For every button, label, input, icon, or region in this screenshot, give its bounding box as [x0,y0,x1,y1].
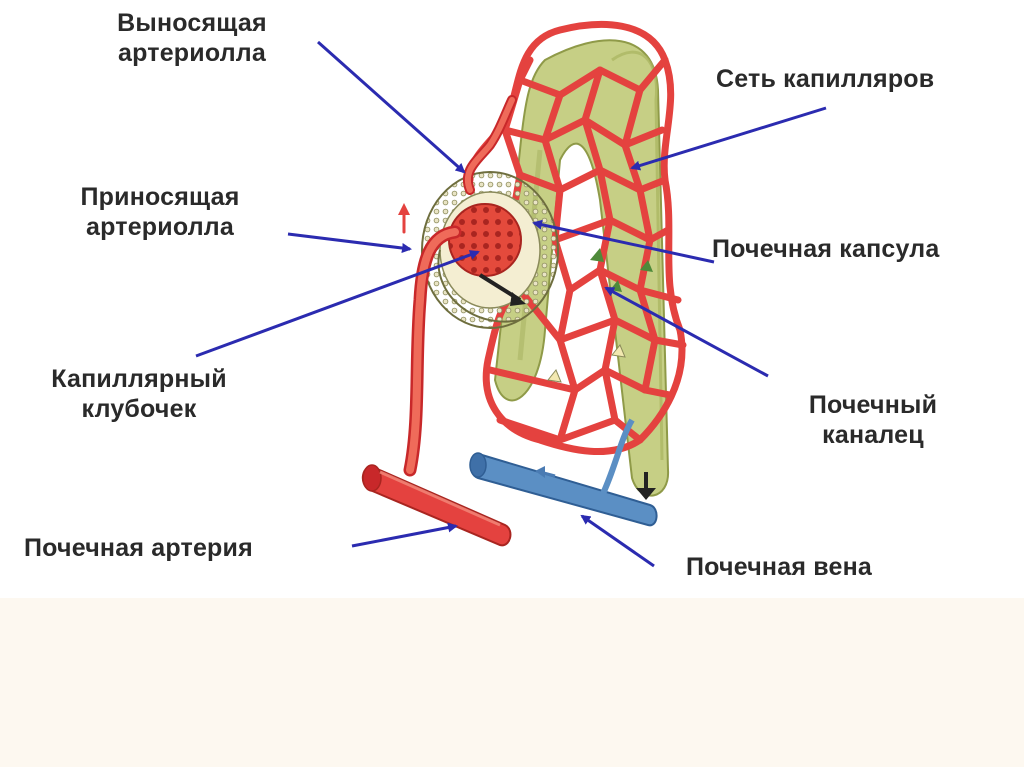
pointer-glomerulus [195,250,480,358]
label-afferent-arteriole-line2: артериолла [86,213,234,241]
afferent-arteriole-shape [398,203,462,477]
label-efferent-arteriole: Выносящая артериолла [92,8,292,68]
label-renal-tubule-line2: каналец [822,421,924,449]
label-renal-capsule: Почечная капсула [712,235,940,263]
label-renal-tubule: Почечный каналец [778,390,968,450]
label-renal-vein: Почечная вена [686,553,873,581]
label-glomerulus-line2: клубочек [81,395,197,423]
glomerulus-shape [448,203,526,306]
label-glomerulus: Капиллярный клубочек [26,364,252,424]
label-renal-artery: Почечная артерия [24,534,253,562]
pointer-renal-tubule [604,286,769,378]
nephron-illustration [195,20,827,568]
efferent-arteriole-shape [463,95,517,195]
label-afferent-arteriole: Приносящая артериолла [56,182,264,242]
pointer-renal-artery [351,522,458,548]
pointer-arrows [195,40,827,568]
capillary-network-shape [466,20,687,455]
label-glomerulus-line1: Капиллярный [51,365,227,393]
pointer-efferent-arteriole [317,40,466,174]
label-afferent-arteriole-line1: Приносящая [80,183,240,211]
bottom-band [0,598,1024,767]
pointer-capillary-network [630,106,827,171]
label-capillary-network: Сеть капилляров [716,65,935,93]
renal-vein-shape [469,418,658,527]
pointer-afferent-arteriole [287,232,412,253]
label-efferent-arteriole-line1: Выносящая [117,9,267,37]
label-renal-tubule-line1: Почечный [808,391,938,419]
renal-artery-shape [361,464,512,547]
pointer-renal-vein [580,514,655,568]
label-efferent-arteriole-line2: артериолла [118,39,266,67]
pointer-renal-capsule [532,219,715,264]
